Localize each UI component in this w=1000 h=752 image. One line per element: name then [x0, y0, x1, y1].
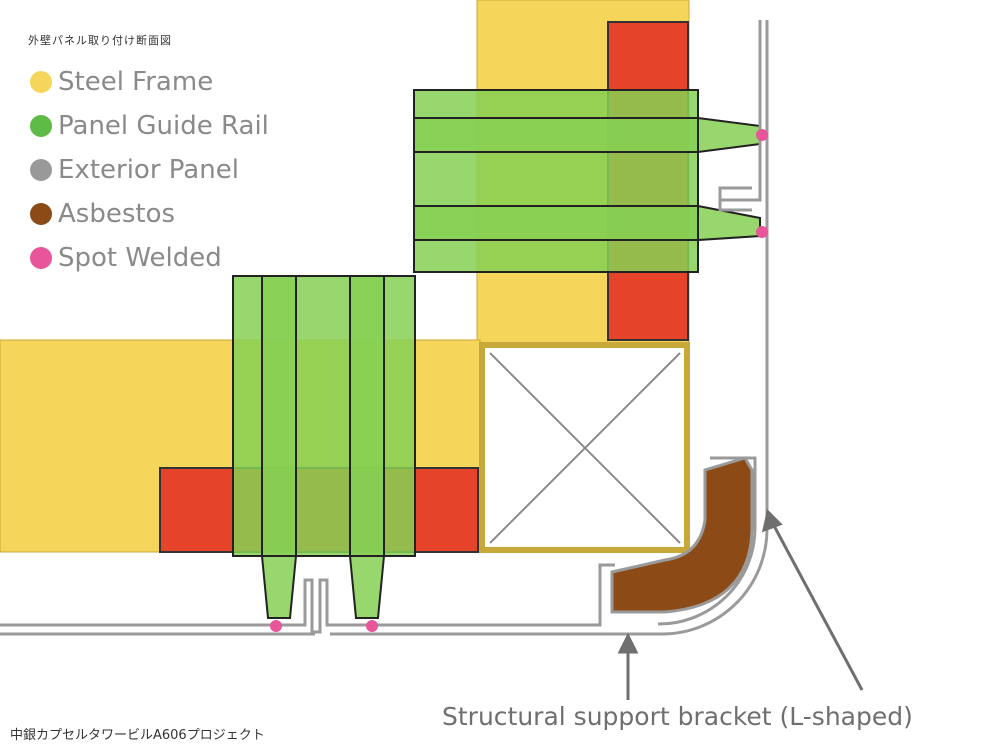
legend-item-steel-frame: Steel Frame [30, 60, 269, 104]
asbestos-fill [610, 456, 754, 614]
legend-item-asbestos: Asbestos [30, 192, 269, 236]
spot-weld [756, 129, 768, 141]
diagram-header: 外壁パネル取り付け断面図 [28, 34, 172, 47]
legend-swatch [30, 115, 52, 137]
exterior-panel [0, 20, 769, 636]
legend-swatch [30, 203, 52, 225]
legend-item-panel-guide-rail: Panel Guide Rail [30, 104, 269, 148]
bracket-callout-label: Structural support bracket (L-shaped) [442, 702, 913, 731]
project-footer: 中銀カプセルタワービルA606プロジェクト [10, 728, 265, 743]
legend-swatch [30, 159, 52, 181]
legend-label: Spot Welded [58, 243, 222, 273]
spot-weld [366, 620, 378, 632]
legend-label: Steel Frame [58, 67, 214, 97]
spot-weld [270, 620, 282, 632]
legend-label: Panel Guide Rail [58, 111, 269, 141]
vertical-guide-rails [232, 275, 416, 619]
spot-weld [756, 226, 768, 238]
legend-swatch [30, 71, 52, 93]
horizontal-guide-rails [413, 89, 761, 273]
callout-arrows [617, 509, 864, 700]
legend-item-exterior-panel: Exterior Panel [30, 148, 269, 192]
legend-label: Exterior Panel [58, 155, 239, 185]
legend-swatch [30, 247, 52, 269]
legend-item-spot-welded: Spot Welded [30, 236, 269, 280]
corner-box-diagonal-2 [489, 352, 681, 544]
legend: Steel Frame Panel Guide Rail Exterior Pa… [30, 60, 269, 280]
legend-label: Asbestos [58, 199, 176, 229]
